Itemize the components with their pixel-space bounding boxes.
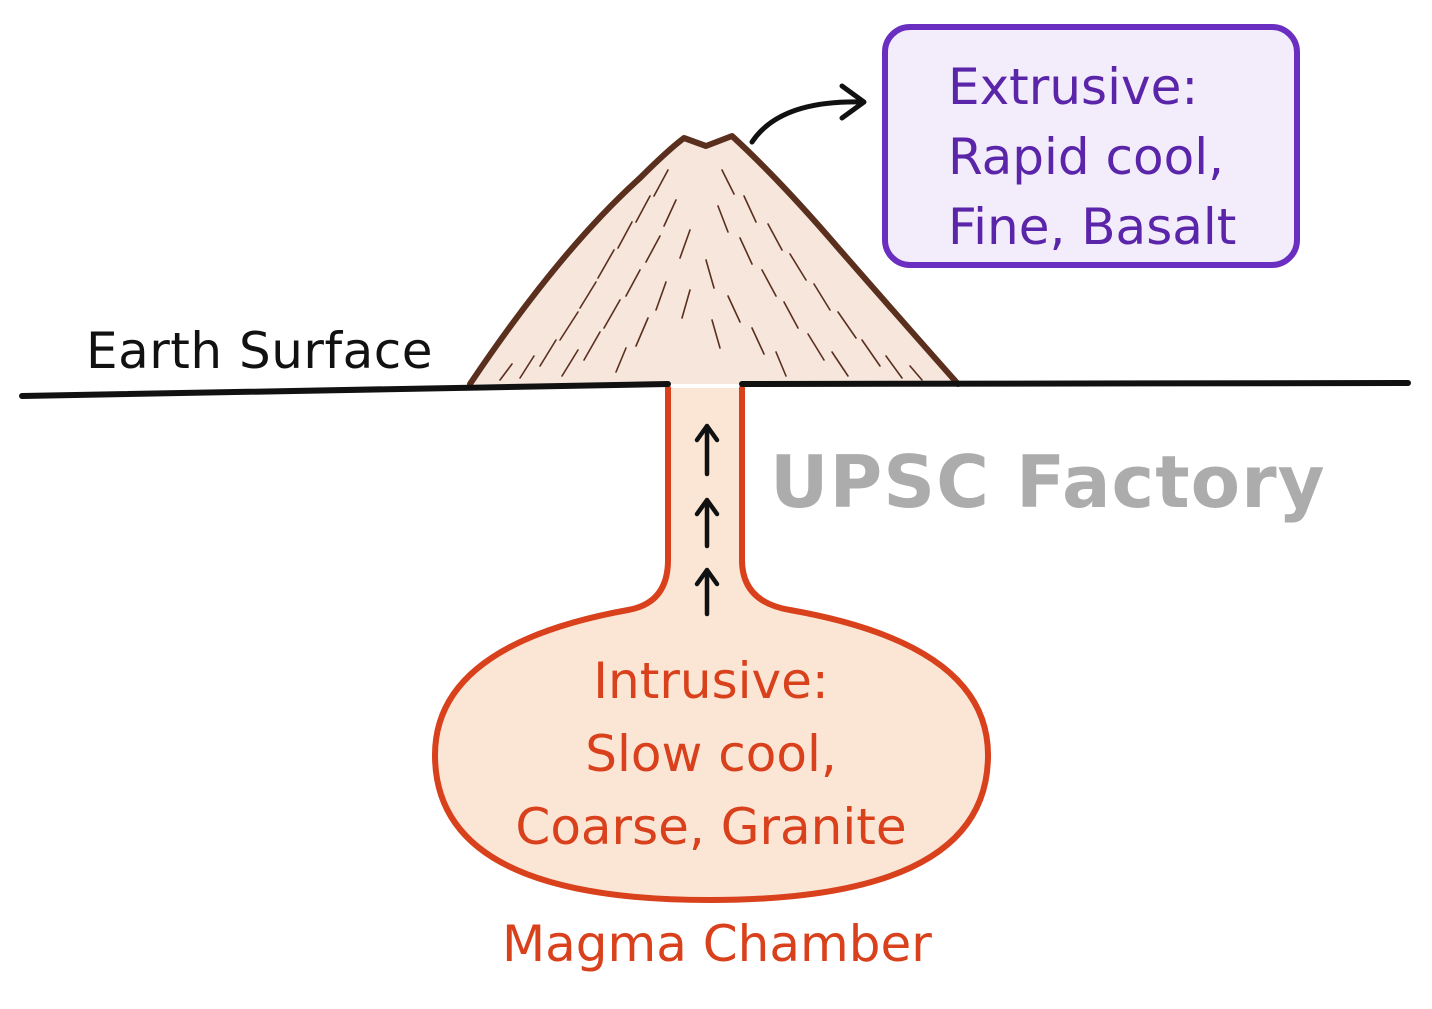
hatch-stroke bbox=[615, 347, 627, 373]
earth-surface-line-left bbox=[19, 381, 671, 399]
magma-rise-arrows bbox=[694, 423, 720, 617]
hatch-stroke bbox=[681, 289, 691, 319]
hatch-stroke bbox=[539, 339, 557, 367]
extrusive-cooling: Rapid cool, bbox=[948, 128, 1225, 186]
hatch-stroke bbox=[679, 229, 691, 259]
hatch-stroke bbox=[831, 351, 849, 377]
extrusive-title: Extrusive: bbox=[948, 58, 1199, 116]
intrusive-callout: Intrusive: Slow cool, Coarse, Granite bbox=[434, 645, 988, 864]
up-arrow-icon bbox=[694, 423, 720, 477]
magma-chamber-label: Magma Chamber bbox=[502, 915, 932, 973]
intrusive-cooling: Slow cool, bbox=[585, 725, 837, 783]
hatch-stroke bbox=[761, 269, 777, 297]
hatch-stroke bbox=[783, 301, 799, 329]
earth-surface-label: Earth Surface bbox=[86, 322, 433, 380]
hatch-stroke bbox=[583, 331, 601, 361]
hatch-stroke bbox=[603, 299, 621, 329]
hatch-stroke bbox=[653, 169, 669, 197]
hatch-stroke bbox=[625, 269, 641, 297]
hatch-stroke bbox=[751, 327, 765, 355]
summit-to-box-arrow bbox=[749, 83, 867, 145]
hatch-stroke bbox=[743, 195, 757, 223]
hatch-stroke bbox=[499, 363, 513, 381]
hatch-stroke bbox=[721, 169, 735, 195]
hatch-stroke bbox=[727, 295, 741, 323]
hatch-stroke bbox=[711, 319, 721, 349]
intrusive-title: Intrusive: bbox=[593, 652, 829, 710]
hatch-stroke bbox=[617, 221, 633, 249]
hatch-stroke bbox=[645, 235, 661, 263]
hatch-stroke bbox=[559, 311, 579, 341]
hatch-stroke bbox=[909, 365, 923, 381]
hatch-stroke bbox=[705, 259, 715, 289]
hatch-stroke bbox=[789, 253, 807, 281]
hatch-stroke bbox=[837, 311, 857, 339]
up-arrow-icon bbox=[694, 567, 720, 617]
extrusive-callout-box: Extrusive: Rapid cool, Fine, Basalt bbox=[882, 24, 1300, 268]
hatch-stroke bbox=[861, 339, 881, 367]
volcano-outline bbox=[467, 133, 961, 387]
magma-chamber-shape bbox=[432, 385, 991, 903]
hatch-stroke bbox=[655, 281, 667, 311]
hatch-stroke bbox=[717, 205, 729, 233]
hatch-stroke bbox=[739, 237, 753, 265]
volcano-hatching bbox=[499, 169, 923, 381]
hatch-stroke bbox=[635, 195, 651, 223]
hatch-stroke bbox=[635, 317, 649, 347]
intrusive-example: Coarse, Granite bbox=[515, 798, 907, 856]
hatch-stroke bbox=[813, 283, 831, 311]
hatch-stroke bbox=[579, 281, 597, 309]
hatch-stroke bbox=[807, 333, 825, 361]
hatch-stroke bbox=[561, 349, 579, 377]
hatch-stroke bbox=[597, 249, 615, 279]
watermark-text: UPSC Factory bbox=[770, 440, 1326, 524]
extrusive-example: Fine, Basalt bbox=[948, 198, 1237, 256]
hatch-stroke bbox=[767, 223, 783, 251]
up-arrow-icon bbox=[694, 497, 720, 549]
hatch-stroke bbox=[775, 351, 787, 377]
volcano-cone bbox=[470, 136, 958, 384]
hatch-stroke bbox=[663, 199, 677, 227]
earth-surface-line-right bbox=[739, 380, 1411, 387]
hatch-stroke bbox=[519, 355, 535, 379]
hatch-stroke bbox=[885, 355, 903, 379]
